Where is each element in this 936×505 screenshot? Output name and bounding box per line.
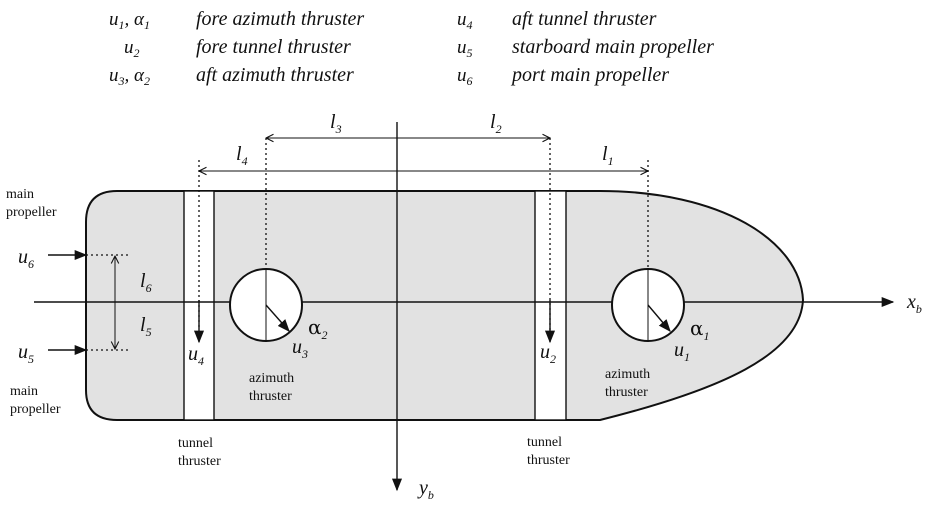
dim-label-l3: l3 xyxy=(330,111,342,136)
caption-main-propeller-bottom: main propeller xyxy=(10,384,61,417)
aft-azimuth-thruster xyxy=(229,268,303,342)
caption-azimuth-thruster-fore: azimuth thruster xyxy=(605,367,654,400)
caption-azimuth-thruster-aft: azimuth thruster xyxy=(249,371,298,404)
caption-tunnel-thruster-aft: tunnel thruster xyxy=(178,436,221,469)
force-label-u5: u5 xyxy=(18,341,34,366)
legend-desc-fore-azimuth: fore azimuth thruster xyxy=(196,8,364,30)
dim-label-l2: l2 xyxy=(490,111,502,136)
force-label-u3: u3 xyxy=(292,336,308,361)
legend-desc-starboard-main: starboard main propeller xyxy=(512,36,714,58)
dim-label-l6: l6 xyxy=(140,270,152,295)
legend-desc-port-main: port main propeller xyxy=(510,64,669,86)
legend: u1, α1 fore azimuth thruster u2 fore tun… xyxy=(109,8,714,88)
force-label-u6: u6 xyxy=(18,246,34,271)
y-axis-label: yb xyxy=(417,477,434,502)
legend-symbol-u3-alpha2: u3, α2 xyxy=(109,65,150,88)
legend-symbol-u1-alpha1: u1, α1 xyxy=(109,9,150,32)
x-axis-label: xb xyxy=(906,291,922,316)
fore-azimuth-thruster xyxy=(611,268,685,342)
legend-symbol-u2: u2 xyxy=(124,37,140,60)
dim-label-l4: l4 xyxy=(236,143,248,168)
dim-label-l1: l1 xyxy=(602,143,614,168)
legend-symbol-u6: u6 xyxy=(457,65,473,88)
dim-label-l5: l5 xyxy=(140,314,152,339)
angle-label-alpha2: α2 xyxy=(308,315,328,342)
angle-label-alpha1: α1 xyxy=(690,316,710,343)
legend-desc-aft-azimuth: aft azimuth thruster xyxy=(196,64,354,86)
caption-main-propeller-top: main propeller xyxy=(6,187,57,220)
caption-tunnel-thruster-fore: tunnel thruster xyxy=(527,435,570,468)
force-label-u4: u4 xyxy=(188,343,204,368)
legend-desc-aft-tunnel: aft tunnel thruster xyxy=(512,8,657,30)
legend-symbol-u5: u5 xyxy=(457,37,473,60)
legend-desc-fore-tunnel: fore tunnel thruster xyxy=(196,36,351,58)
force-label-u2: u2 xyxy=(540,341,556,366)
legend-symbol-u4: u4 xyxy=(457,9,473,32)
force-label-u1: u1 xyxy=(674,339,690,364)
